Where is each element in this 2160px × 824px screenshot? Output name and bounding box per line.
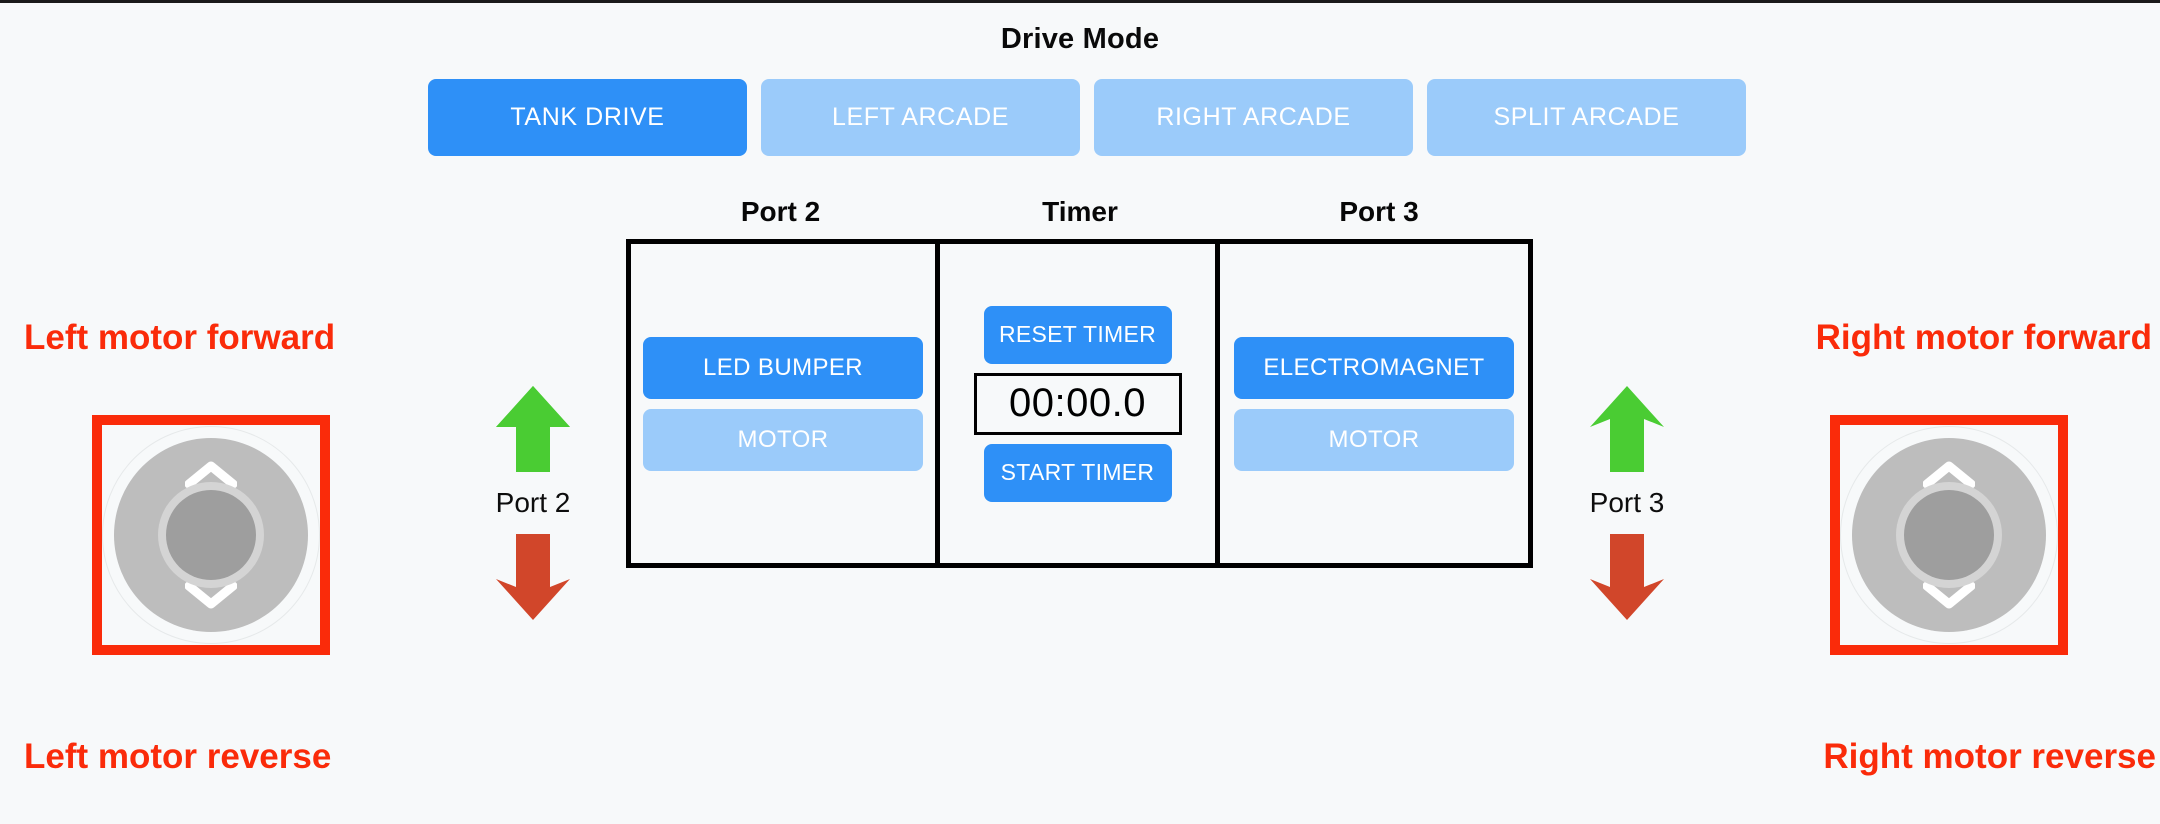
drive-mode-title: Drive Mode	[1000, 23, 1160, 55]
chevron-up-icon	[1923, 460, 1975, 488]
left-joystick-group: Left motor forward Left motor reverse Po…	[0, 303, 600, 803]
right-joystick-highlight-box	[1830, 415, 2068, 655]
port2-motor-button[interactable]: MOTOR	[643, 408, 923, 471]
arrow-up-icon	[496, 386, 570, 472]
left-joystick-pad[interactable]	[114, 438, 308, 632]
left-port-label: Port 2	[495, 487, 571, 518]
drive-mode-button-group: TANK DRIVE LEFT ARCADE RIGHT ARCADE SPLI…	[428, 79, 1746, 156]
right-joystick-pad[interactable]	[1852, 438, 2046, 632]
port3-column: ELECTROMAGNET MOTOR	[1220, 244, 1528, 563]
left-joystick-outer-ring	[102, 426, 320, 644]
panel-header-timer: Timer	[1042, 196, 1118, 227]
electromagnet-button[interactable]: ELECTROMAGNET	[1234, 336, 1514, 399]
chevron-down-icon	[1923, 582, 1975, 610]
right-port-indicator: Port 3	[1572, 383, 1682, 623]
right-motor-reverse-annotation: Right motor reverse	[1823, 737, 2156, 776]
control-panel: LED BUMPER MOTOR RESET TIMER 00:00.0 STA…	[626, 239, 1533, 568]
drive-mode-tank-drive-button[interactable]: TANK DRIVE	[428, 79, 747, 156]
panel-header-row: Port 2 Timer Port 3	[626, 193, 1533, 231]
right-joystick-outer-ring	[1840, 426, 2058, 644]
port3-motor-button[interactable]: MOTOR	[1234, 408, 1514, 471]
right-motor-forward-annotation: Right motor forward	[1815, 318, 2152, 357]
start-timer-button[interactable]: START TIMER	[983, 443, 1172, 502]
led-bumper-button[interactable]: LED BUMPER	[643, 336, 923, 399]
arrow-up-icon	[1590, 386, 1664, 472]
port2-column: LED BUMPER MOTOR	[631, 244, 935, 563]
left-motor-forward-annotation: Left motor forward	[24, 318, 336, 357]
arrow-down-icon	[496, 534, 570, 620]
reset-timer-button[interactable]: RESET TIMER	[983, 305, 1172, 364]
drive-mode-left-arcade-button[interactable]: LEFT ARCADE	[761, 79, 1080, 156]
timer-readout: 00:00.0	[973, 372, 1182, 435]
timer-column: RESET TIMER 00:00.0 START TIMER	[935, 244, 1220, 563]
drive-mode-split-arcade-button[interactable]: SPLIT ARCADE	[1427, 79, 1746, 156]
panel-header-port3: Port 3	[1339, 196, 1419, 227]
arrow-down-icon	[1590, 534, 1664, 620]
left-port-indicator: Port 2	[478, 383, 588, 623]
left-joystick-highlight-box	[92, 415, 330, 655]
chevron-down-icon	[185, 582, 237, 610]
drive-mode-right-arcade-button[interactable]: RIGHT ARCADE	[1094, 79, 1413, 156]
right-joystick-group: Right motor forward Right motor reverse …	[1560, 303, 2160, 803]
left-motor-reverse-annotation: Left motor reverse	[24, 737, 332, 776]
left-joystick-knob[interactable]	[166, 490, 256, 580]
right-joystick-knob[interactable]	[1904, 490, 1994, 580]
right-port-label: Port 3	[1589, 487, 1665, 518]
panel-header-port2: Port 2	[740, 196, 821, 227]
chevron-up-icon	[185, 460, 237, 488]
